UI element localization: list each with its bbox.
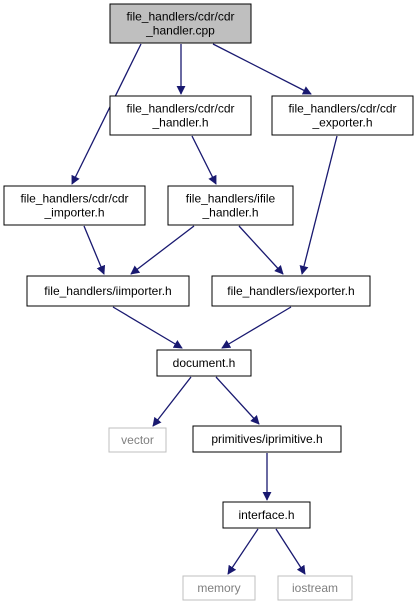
node-label: iostream	[292, 581, 338, 595]
node-label: primitives/iprimitive.h	[211, 432, 322, 446]
node-cdr-importer-h[interactable]: file_handlers/cdr/cdr_importer.h	[3, 185, 146, 226]
node-box	[277, 575, 353, 601]
node-label: file_handlers/cdr/cdr	[126, 10, 234, 24]
node-label: _handler.h	[201, 206, 258, 220]
node-label: file_handlers/iexporter.h	[227, 284, 354, 298]
edge-cdr-handler-cpp-to-cdr-exporter-h	[212, 43, 312, 95]
edge-interface-h-to-iostream	[275, 528, 306, 575]
node-box	[222, 501, 311, 529]
node-label: vector	[121, 433, 154, 447]
edge-ifile-handler-h-to-iimporter-h	[130, 225, 195, 275]
node-cdr-handler-cpp[interactable]: file_handlers/cdr/cdr_handler.cpp	[109, 3, 252, 44]
edge-iimporter-h-to-document-h	[112, 306, 183, 349]
edge-interface-h-to-memory	[227, 528, 259, 575]
edges-layer	[71, 43, 338, 575]
node-label: _importer.h	[43, 206, 104, 220]
node-ifile-handler-h[interactable]: file_handlers/ifile_handler.h	[167, 185, 294, 226]
node-vector: vector	[108, 427, 167, 453]
edge-iexporter-h-to-document-h	[221, 306, 292, 349]
node-box	[109, 95, 252, 136]
node-cdr-exporter-h[interactable]: file_handlers/cdr/cdr_exporter.h	[271, 95, 414, 136]
node-cdr-handler-h[interactable]: file_handlers/cdr/cdr_handler.h	[109, 95, 252, 136]
node-iprimitive-h[interactable]: primitives/iprimitive.h	[192, 425, 342, 453]
edge-document-h-to-vector	[152, 376, 192, 427]
edge-ifile-handler-h-to-iexporter-h	[238, 225, 284, 275]
node-label: file_handlers/cdr/cdr	[126, 102, 234, 116]
edge-cdr-handler-cpp-to-cdr-importer-h	[71, 43, 142, 185]
node-label: file_handlers/cdr/cdr	[20, 192, 128, 206]
node-box	[108, 427, 167, 453]
nodes-layer: file_handlers/cdr/cdr_handler.cppfile_ha…	[3, 3, 414, 601]
node-label: file_handlers/ifile	[186, 192, 276, 206]
node-box	[26, 275, 190, 307]
node-box	[109, 3, 252, 44]
node-box	[182, 575, 256, 601]
node-box	[211, 275, 371, 307]
node-label: _exporter.h	[311, 116, 372, 130]
node-label: interface.h	[238, 508, 294, 522]
node-label: memory	[197, 581, 240, 595]
node-iimporter-h[interactable]: file_handlers/iimporter.h	[26, 275, 190, 307]
node-box	[3, 185, 146, 226]
node-box	[271, 95, 414, 136]
node-box	[192, 425, 342, 453]
edge-document-h-to-iprimitive-h	[215, 376, 260, 425]
node-label: _handler.h	[151, 116, 208, 130]
node-memory: memory	[182, 575, 256, 601]
node-box	[167, 185, 294, 226]
edge-cdr-exporter-h-to-iexporter-h	[299, 135, 338, 275]
node-interface-h[interactable]: interface.h	[222, 501, 311, 529]
node-document-h[interactable]: document.h	[156, 349, 252, 377]
edge-cdr-handler-h-to-ifile-handler-h	[191, 135, 217, 185]
node-label: document.h	[173, 356, 236, 370]
node-iexporter-h[interactable]: file_handlers/iexporter.h	[211, 275, 371, 307]
node-label: file_handlers/cdr/cdr	[288, 102, 396, 116]
node-label: file_handlers/iimporter.h	[44, 284, 171, 298]
node-box	[156, 349, 252, 377]
node-label: _handler.cpp	[145, 24, 215, 38]
node-iostream: iostream	[277, 575, 353, 601]
edge-cdr-importer-h-to-iimporter-h	[83, 225, 106, 275]
